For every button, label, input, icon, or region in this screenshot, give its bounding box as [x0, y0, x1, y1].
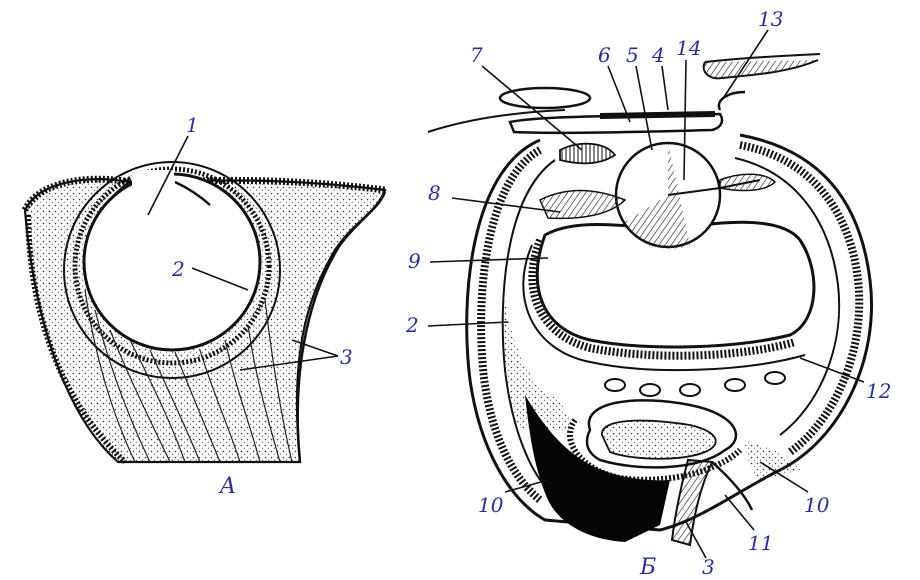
- label-b-14: 14: [676, 36, 701, 60]
- label-b-12: 12: [866, 379, 891, 403]
- label-b-9: 9: [408, 249, 421, 273]
- panel-a-drawing: [25, 162, 385, 462]
- label-b-2: 2: [405, 313, 419, 337]
- label-b-10-right: 10: [804, 493, 830, 517]
- label-a-1: 1: [186, 113, 199, 137]
- label-b-7: 7: [470, 43, 483, 67]
- label-b-11: 11: [748, 531, 773, 555]
- panel-b-drawing: [428, 54, 872, 545]
- label-b-6: 6: [598, 43, 611, 67]
- label-a-2: 2: [171, 257, 185, 281]
- label-a-3: 3: [340, 345, 353, 369]
- panel-b-label: Б: [639, 555, 656, 580]
- label-b-10-left: 10: [478, 493, 504, 517]
- label-b-4: 4: [651, 43, 665, 67]
- label-b-8: 8: [428, 181, 441, 205]
- label-b-3: 3: [702, 555, 715, 579]
- panel-a-label: A: [218, 474, 236, 499]
- label-b-13: 13: [758, 7, 783, 31]
- label-b-5: 5: [626, 43, 639, 67]
